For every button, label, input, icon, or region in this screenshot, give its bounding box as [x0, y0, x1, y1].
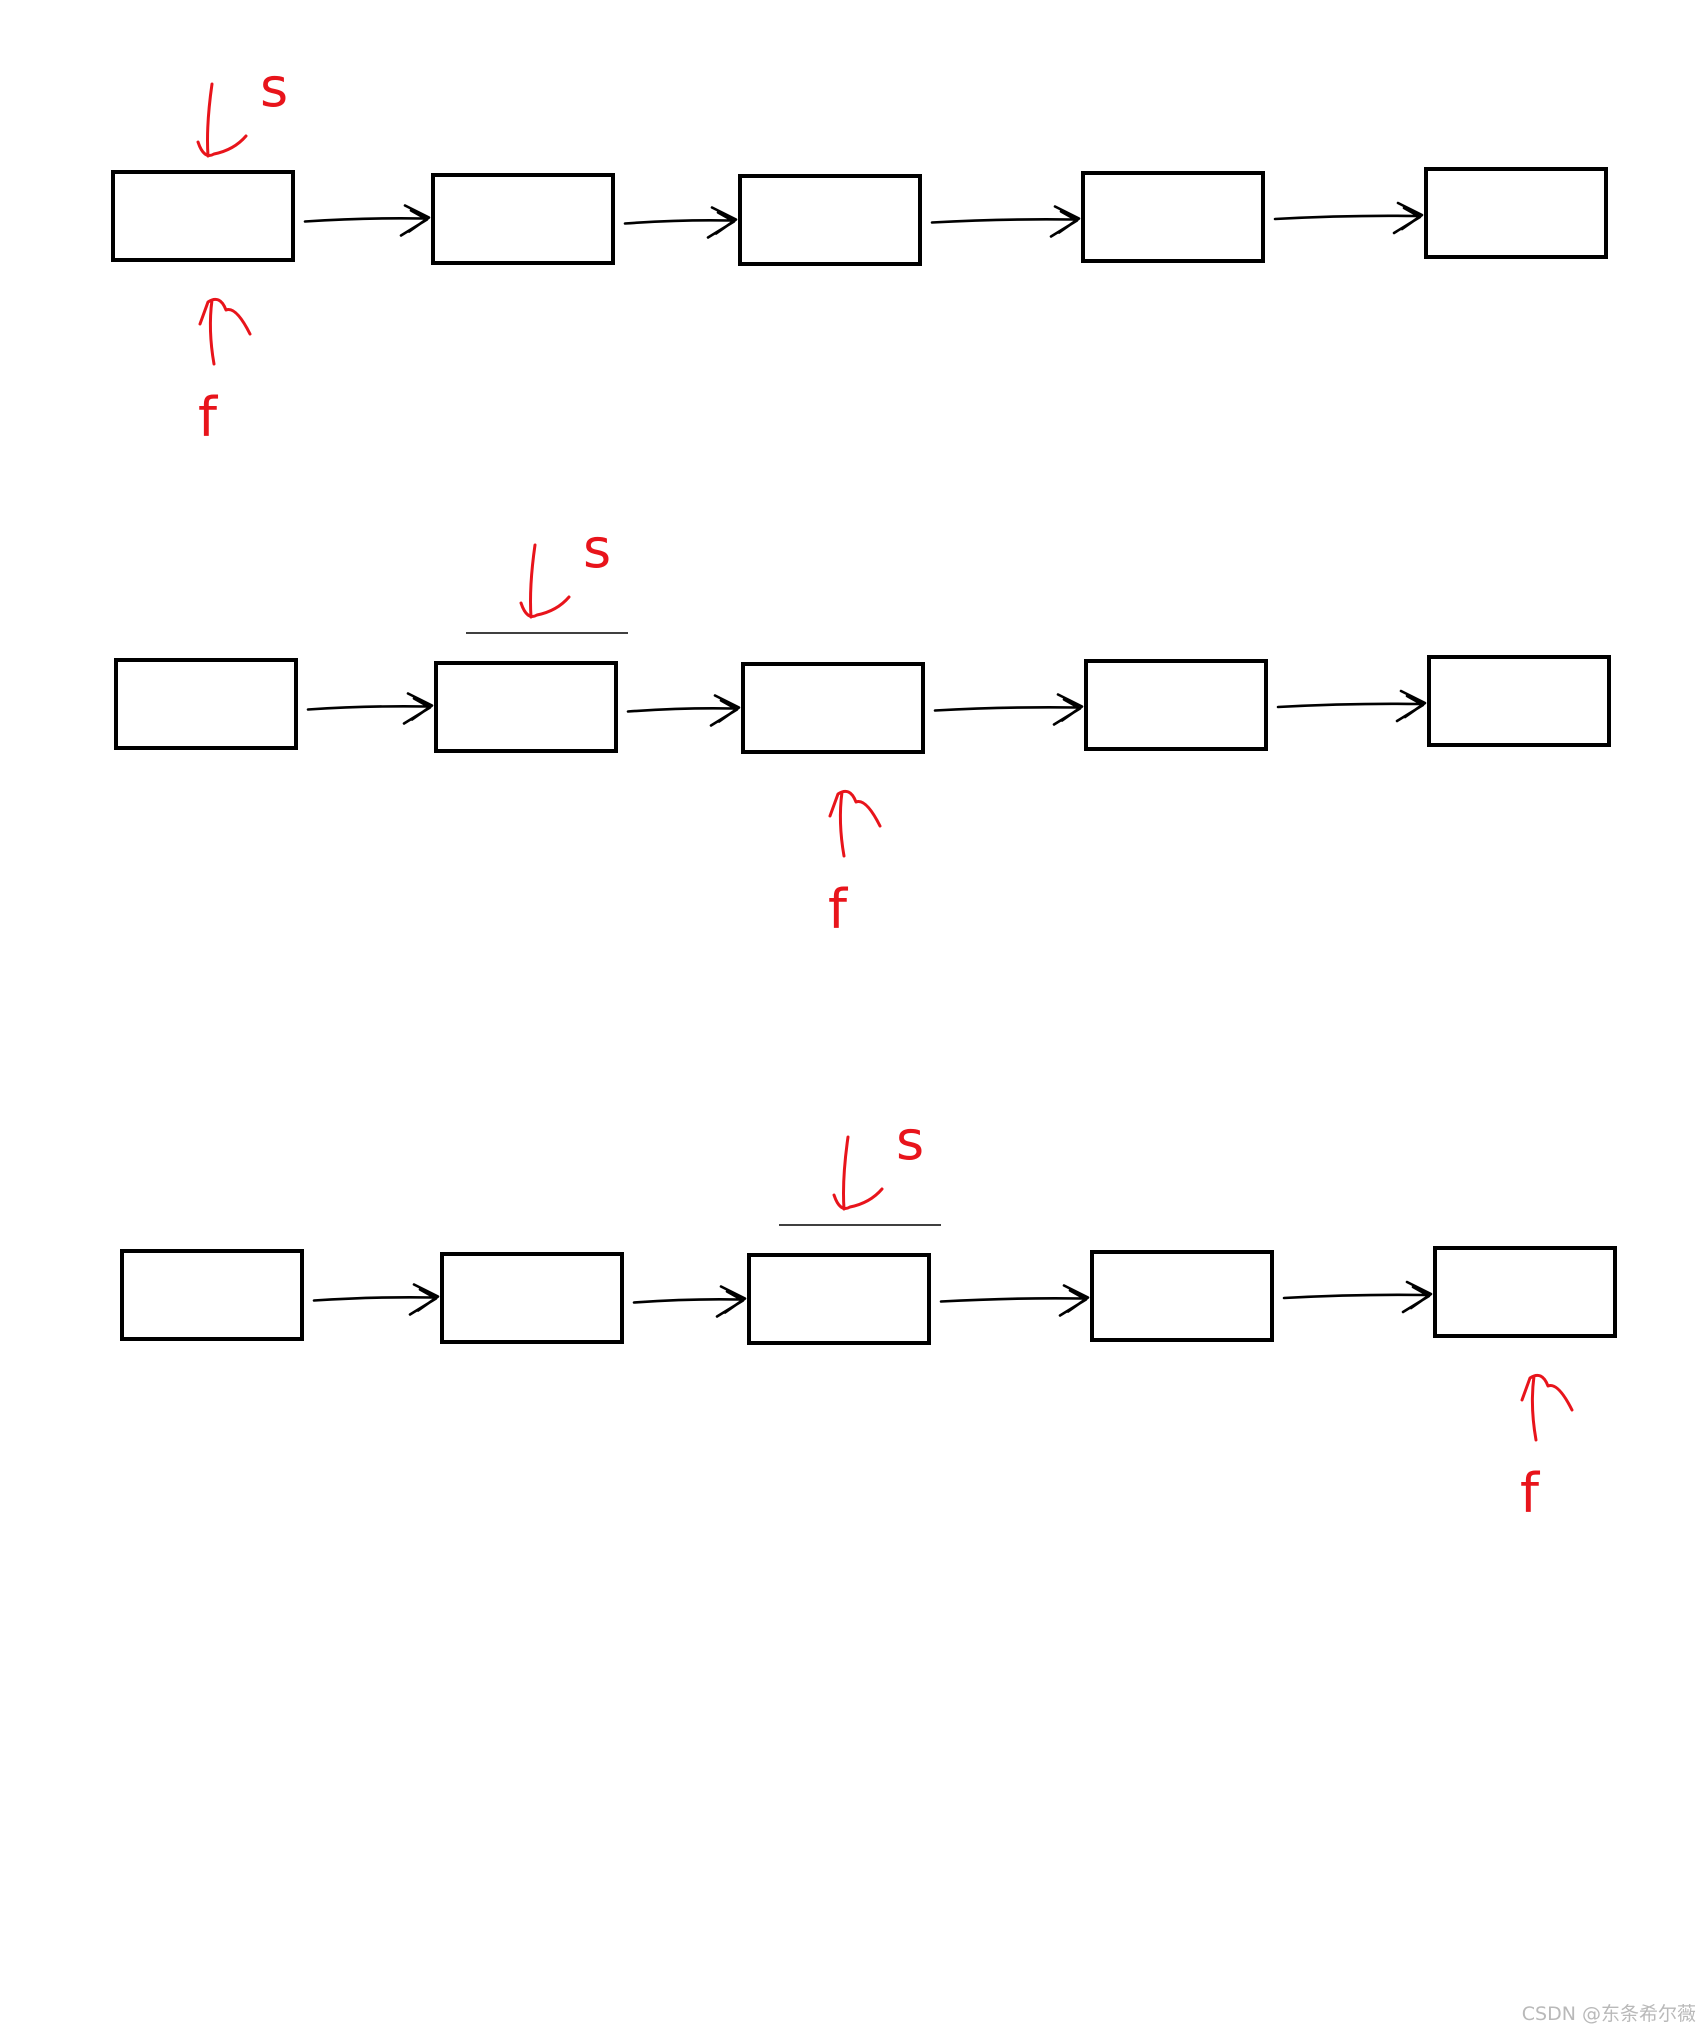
list-node-5 [1424, 167, 1608, 259]
link-arrow-4 [1276, 689, 1427, 723]
link-arrow-2 [626, 694, 741, 727]
link-arrow-3 [939, 1284, 1090, 1317]
link-arrow-3 [933, 693, 1084, 726]
watermark: CSDN @东条希尔薇 [1521, 2003, 1696, 2025]
fast-pointer-label: f [828, 878, 849, 941]
slow-pointer-label: s [583, 517, 611, 580]
list-node-5 [1433, 1246, 1617, 1338]
slow-pointer-label: s [260, 56, 288, 119]
list-node-3 [738, 174, 922, 266]
link-arrow-1 [312, 1283, 440, 1316]
slow-pointer-label: s [896, 1109, 924, 1172]
fast-pointer-label: f [198, 386, 219, 449]
list-node-4 [1084, 659, 1268, 751]
link-arrow-1 [303, 204, 431, 237]
fast-pointer-icon [198, 297, 252, 366]
list-node-1 [120, 1249, 304, 1341]
fast-pointer-icon [1520, 1373, 1574, 1442]
fast-pointer-label: f [1520, 1462, 1541, 1525]
list-row-2: sf [114, 517, 1611, 941]
list-row-1: sf [111, 56, 1608, 449]
list-node-2 [434, 661, 618, 753]
link-arrow-1 [306, 692, 434, 725]
link-arrow-2 [632, 1285, 747, 1318]
link-arrow-4 [1282, 1280, 1433, 1314]
link-arrow-2 [623, 206, 738, 239]
slow-pointer-icon [519, 543, 571, 619]
list-node-3 [741, 662, 925, 754]
slow-pointer-icon [196, 82, 248, 158]
list-node-2 [440, 1252, 624, 1344]
list-node-5 [1427, 655, 1611, 747]
list-node-4 [1081, 171, 1265, 263]
list-node-4 [1090, 1250, 1274, 1342]
list-node-2 [431, 173, 615, 265]
list-node-1 [114, 658, 298, 750]
fast-pointer-icon [828, 789, 882, 858]
link-arrow-3 [930, 205, 1081, 238]
slow-pointer-icon [832, 1135, 884, 1211]
list-node-3 [747, 1253, 931, 1345]
link-arrow-4 [1273, 201, 1424, 235]
list-row-3: sf [120, 1109, 1617, 1525]
list-node-1 [111, 170, 295, 262]
